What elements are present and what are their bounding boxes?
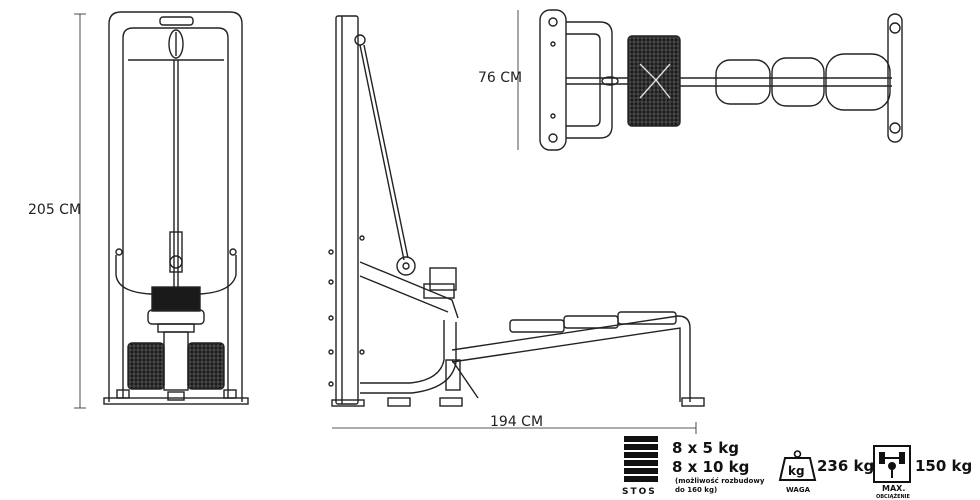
top-view	[517, 9, 903, 151]
max-load-icon	[873, 445, 911, 483]
stack-line-1: 8 x 5 kg	[672, 439, 739, 457]
max-label-2: OBCIĄŻENIE	[876, 493, 911, 500]
side-view	[328, 15, 705, 434]
max-label-1: MAX.	[882, 484, 905, 493]
stack-line-2: 8 x 10 kg	[672, 458, 749, 476]
front-view	[74, 11, 249, 409]
weight-stack-icon	[624, 436, 658, 482]
weight-icon-text: kg	[788, 464, 805, 478]
stack-note-2: do 160 kg)	[675, 486, 717, 494]
weight-label: WAGA	[786, 486, 811, 494]
height-dimension-label: 205 CM	[28, 202, 81, 218]
weight-icon	[778, 450, 817, 481]
width-dimension-label: 76 CM	[478, 70, 522, 86]
length-dimension-label: 194 CM	[490, 414, 543, 430]
stack-note-1: (możliwość rozbudowy	[675, 477, 765, 485]
weight-value: 236 kg	[817, 457, 874, 475]
max-value: 150 kg	[915, 457, 972, 475]
stack-label: STOS	[622, 487, 657, 497]
